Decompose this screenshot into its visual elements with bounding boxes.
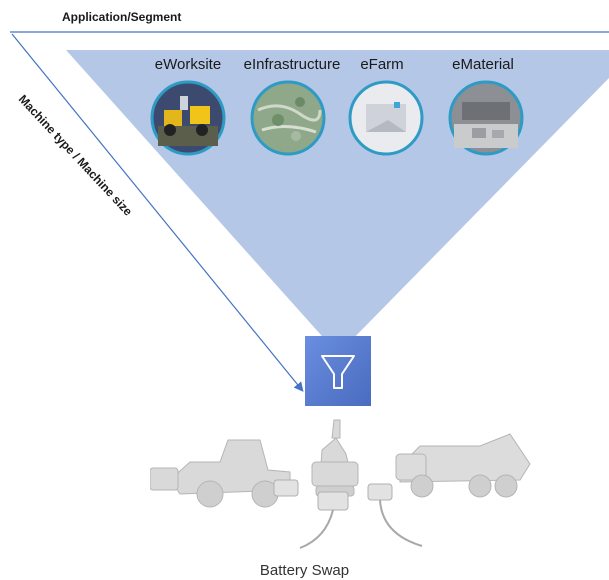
segment-label-eworksite: eWorksite [154, 56, 222, 73]
battery-swap-caption: Battery Swap [259, 562, 350, 579]
segment-label-einfrastructure: eInfrastructure [243, 56, 341, 73]
machine-axis-arrow [11, 33, 304, 392]
application-segment-label: Application/Segment [62, 10, 182, 24]
material-warehouse-photo [448, 80, 524, 156]
segment-triangle [66, 50, 609, 354]
funnel-box [305, 336, 371, 406]
infrastructure-map-photo [250, 80, 326, 156]
farm-building-photo [348, 80, 424, 156]
funnel-icon [321, 355, 355, 389]
segment-label-efarm: eFarm [360, 56, 404, 73]
segment-label-ematerial: eMaterial [452, 56, 514, 73]
construction-site-photo [150, 80, 226, 156]
battery-swap-machines-illustration [150, 419, 531, 549]
